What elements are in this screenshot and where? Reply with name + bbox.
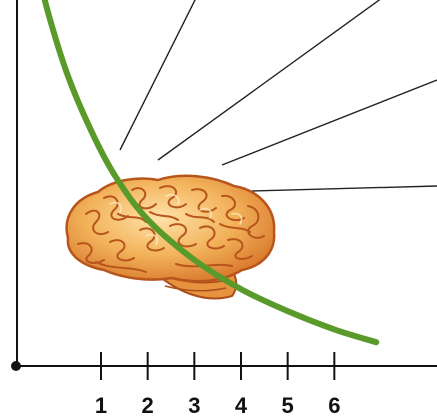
series-layer: [41, 0, 380, 346]
pointer-line: [119, 0, 196, 151]
pointer-line: [221, 79, 437, 166]
axes: [11, 0, 437, 371]
x-tick-label: 2: [142, 393, 154, 418]
origin-dot: [11, 361, 21, 371]
x-tick-label: 5: [282, 393, 294, 418]
pointer-lines: [119, 0, 437, 192]
x-tick-label: 6: [328, 393, 340, 418]
series-line-0: [41, 0, 380, 346]
pointer-line: [251, 185, 437, 192]
x-tick-label: 1: [95, 393, 107, 418]
brain-icon: [65, 174, 276, 300]
x-tick-label: 3: [188, 393, 200, 418]
x-ticks: 1 2 3 4 5 6: [95, 352, 340, 418]
x-tick-label: 4: [235, 393, 248, 418]
pointer-line: [157, 0, 381, 161]
